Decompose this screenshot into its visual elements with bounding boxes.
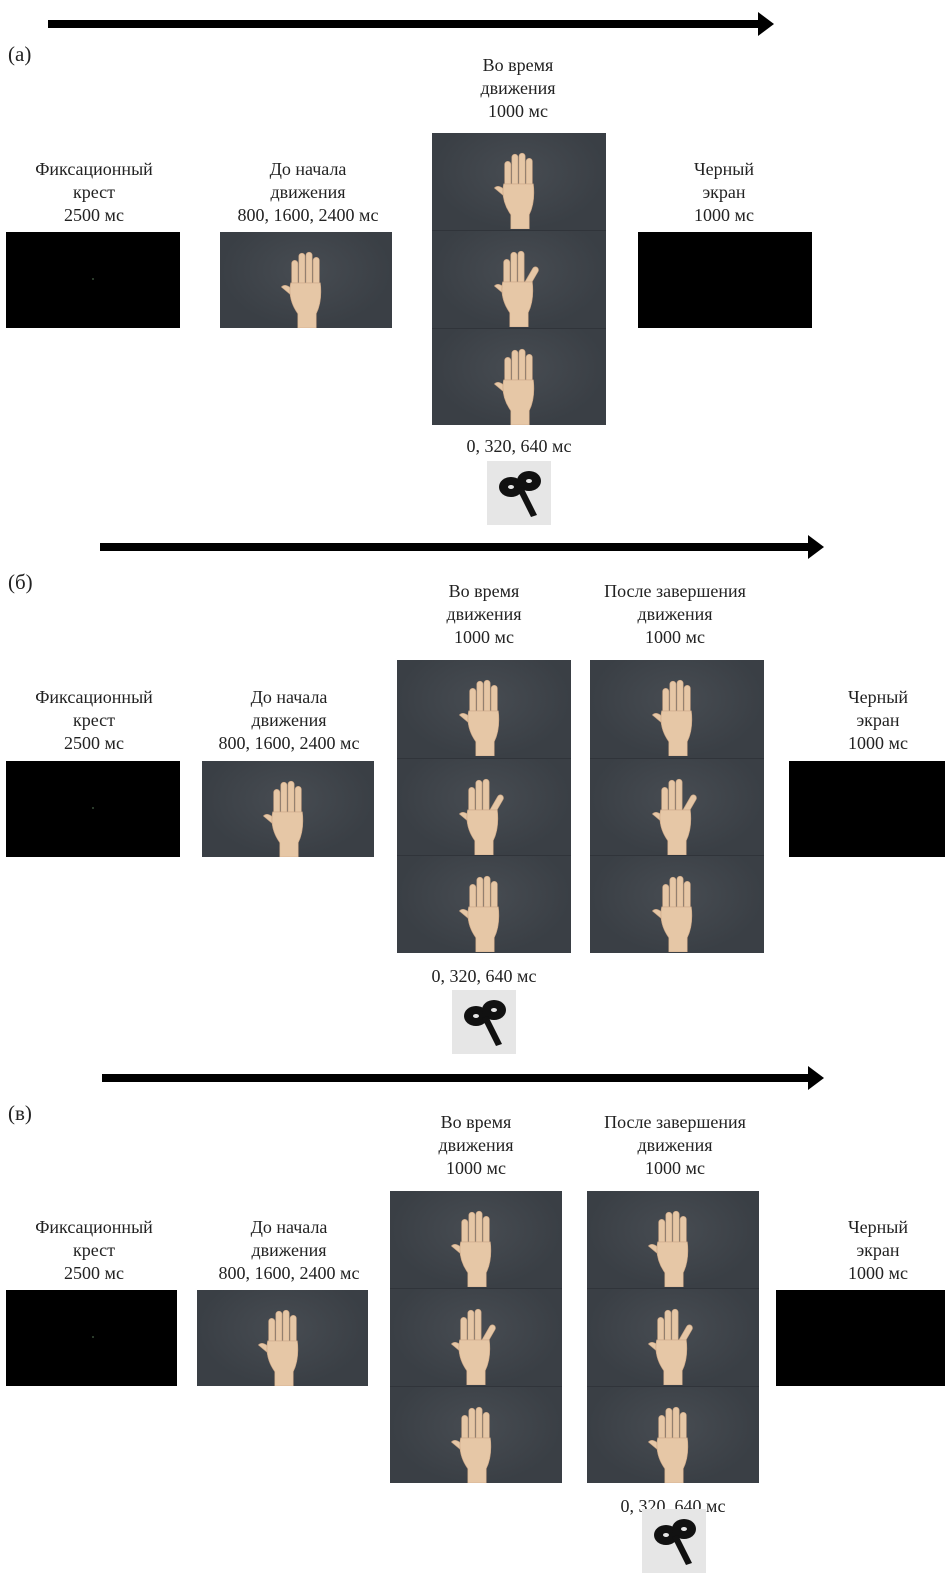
hand-image bbox=[642, 1303, 704, 1385]
panel-label: (в) bbox=[8, 1101, 32, 1125]
hand-image bbox=[445, 1205, 507, 1287]
timeline-arrow bbox=[100, 535, 824, 559]
timeline-arrow bbox=[102, 1066, 824, 1090]
stimulation-timing: 0, 320, 640 мс bbox=[431, 966, 537, 986]
hand-image bbox=[642, 1205, 704, 1287]
black-screen bbox=[776, 1290, 945, 1386]
hand-sequence-during bbox=[397, 660, 571, 953]
hand-image bbox=[252, 1304, 314, 1386]
panel-label: (а) bbox=[8, 42, 32, 66]
hand-image-before bbox=[220, 232, 392, 328]
fixation-cross-screen bbox=[6, 761, 180, 857]
timeline-arrow bbox=[48, 12, 774, 36]
fixation-cross bbox=[92, 278, 94, 280]
fixation-cross-screen bbox=[6, 232, 180, 328]
black-screen bbox=[789, 761, 945, 857]
hand-image-before bbox=[202, 761, 374, 857]
panel-label: (б) bbox=[8, 570, 33, 594]
hand-image bbox=[445, 1303, 507, 1385]
hand-sequence-after bbox=[590, 660, 764, 953]
tms-coil-icon bbox=[487, 461, 551, 525]
hand-image bbox=[445, 1401, 507, 1483]
hand-sequence-during bbox=[390, 1191, 562, 1483]
fixation-cross-screen bbox=[6, 1290, 177, 1386]
fixation-cross bbox=[92, 1336, 94, 1338]
black-screen bbox=[638, 232, 812, 328]
hand-image-before bbox=[197, 1290, 368, 1386]
hand-image bbox=[642, 1401, 704, 1483]
stimulation-timing: 0, 320, 640 мс bbox=[466, 436, 572, 456]
hand-sequence-during bbox=[432, 133, 606, 425]
hand-sequence-after bbox=[587, 1191, 759, 1483]
fixation-cross bbox=[92, 807, 94, 809]
tms-coil-icon bbox=[452, 990, 516, 1054]
tms-coil-icon bbox=[642, 1509, 706, 1573]
